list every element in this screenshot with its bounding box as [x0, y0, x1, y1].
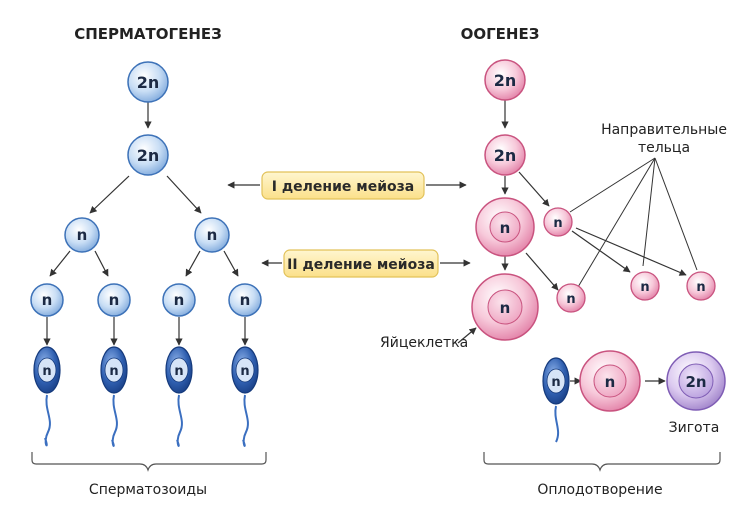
fertilization-bracket: [483, 452, 721, 472]
secondary-spermatocyte-ploidy: n: [77, 226, 88, 244]
polar-body-cell: n: [630, 271, 660, 301]
secondary-spermatocyte-cell: n: [194, 217, 230, 253]
polar-bodies-label-line-1: Направительные: [601, 122, 727, 138]
primary-spermatocyte-ploidy: 2n: [137, 146, 160, 165]
primary-oocyte-cell: 2n: [484, 134, 526, 176]
primary-spermatocyte-cell: 2n: [127, 134, 169, 176]
zygote-label: Зигота: [669, 420, 720, 436]
spermatid-cell: n: [162, 283, 196, 317]
sperm-cell: n: [33, 346, 61, 447]
zygote-ploidy: 2n: [685, 373, 706, 391]
sperm-cell: n: [165, 346, 193, 447]
sperm-cell: n: [100, 346, 128, 447]
spermatogenesis-arrows: [43, 101, 249, 346]
polar-bodies-pointers: [569, 157, 698, 288]
spermatid-ploidy: n: [109, 291, 120, 309]
spermatid-cell: n: [97, 283, 131, 317]
primary-oocyte-ploidy: 2n: [494, 146, 517, 165]
egg-cell: n: [471, 273, 539, 341]
meiosis-1-label: I деление мейоза: [272, 179, 414, 195]
polar-body-cell: n: [543, 207, 573, 237]
egg-ploidy: n: [500, 299, 511, 317]
oogonium-ploidy: 2n: [494, 71, 517, 90]
spermatid-ploidy: n: [42, 291, 53, 309]
fertilizing-sperm-ploidy: n: [551, 375, 560, 390]
secondary-oocyte-cell: n: [475, 197, 535, 257]
meiosis-2-label: II деление мейоза: [287, 257, 435, 273]
spermatid-cell: n: [30, 283, 64, 317]
secondary-spermatocyte-ploidy: n: [207, 226, 218, 244]
fertilized-egg-ploidy: n: [605, 373, 616, 391]
meiosis-2-indicator: II деление мейоза: [261, 249, 471, 278]
sperm-ploidy: n: [109, 364, 118, 379]
spermatid-ploidy: n: [174, 291, 185, 309]
spermatogonium-ploidy: 2n: [137, 73, 160, 92]
egg-label: Яйцеклетка: [380, 335, 468, 351]
oogenesis-arrows: [501, 100, 687, 291]
polar-body-ploidy: n: [566, 292, 575, 307]
polar-body-cell: n: [556, 283, 586, 313]
secondary-oocyte-ploidy: n: [500, 219, 511, 237]
fertilized-egg-cell: n: [579, 350, 641, 412]
polar-bodies-label-line-2: тельца: [638, 140, 690, 156]
egg-pointer: [457, 327, 477, 344]
meiosis-1-indicator: I деление мейоза: [227, 171, 467, 200]
spermatogenesis-title: СПЕРМАТОГЕНЕЗ: [74, 25, 222, 43]
sperm-label: Сперматозоиды: [89, 482, 207, 498]
polar-body-ploidy: n: [696, 280, 705, 295]
secondary-spermatocyte-cell: n: [64, 217, 100, 253]
fertilization-label: Оплодотворение: [537, 482, 662, 498]
sperm-cell: n: [231, 346, 259, 447]
sperm-ploidy: n: [42, 364, 51, 379]
zygote-cell: 2n: [666, 351, 726, 411]
spermatid-cell: n: [228, 283, 262, 317]
polar-body-cell: n: [686, 271, 716, 301]
oogenesis-title: ООГЕНЕЗ: [461, 25, 540, 43]
sperm-ploidy: n: [174, 364, 183, 379]
polar-body-ploidy: n: [640, 280, 649, 295]
oogonium-cell: 2n: [484, 59, 526, 101]
spermatid-ploidy: n: [240, 291, 251, 309]
sperm-bracket: [31, 452, 267, 472]
sperm-ploidy: n: [240, 364, 249, 379]
polar-body-ploidy: n: [553, 216, 562, 231]
spermatogonium-cell: 2n: [127, 61, 169, 103]
fertilizing-sperm: n: [542, 357, 570, 443]
